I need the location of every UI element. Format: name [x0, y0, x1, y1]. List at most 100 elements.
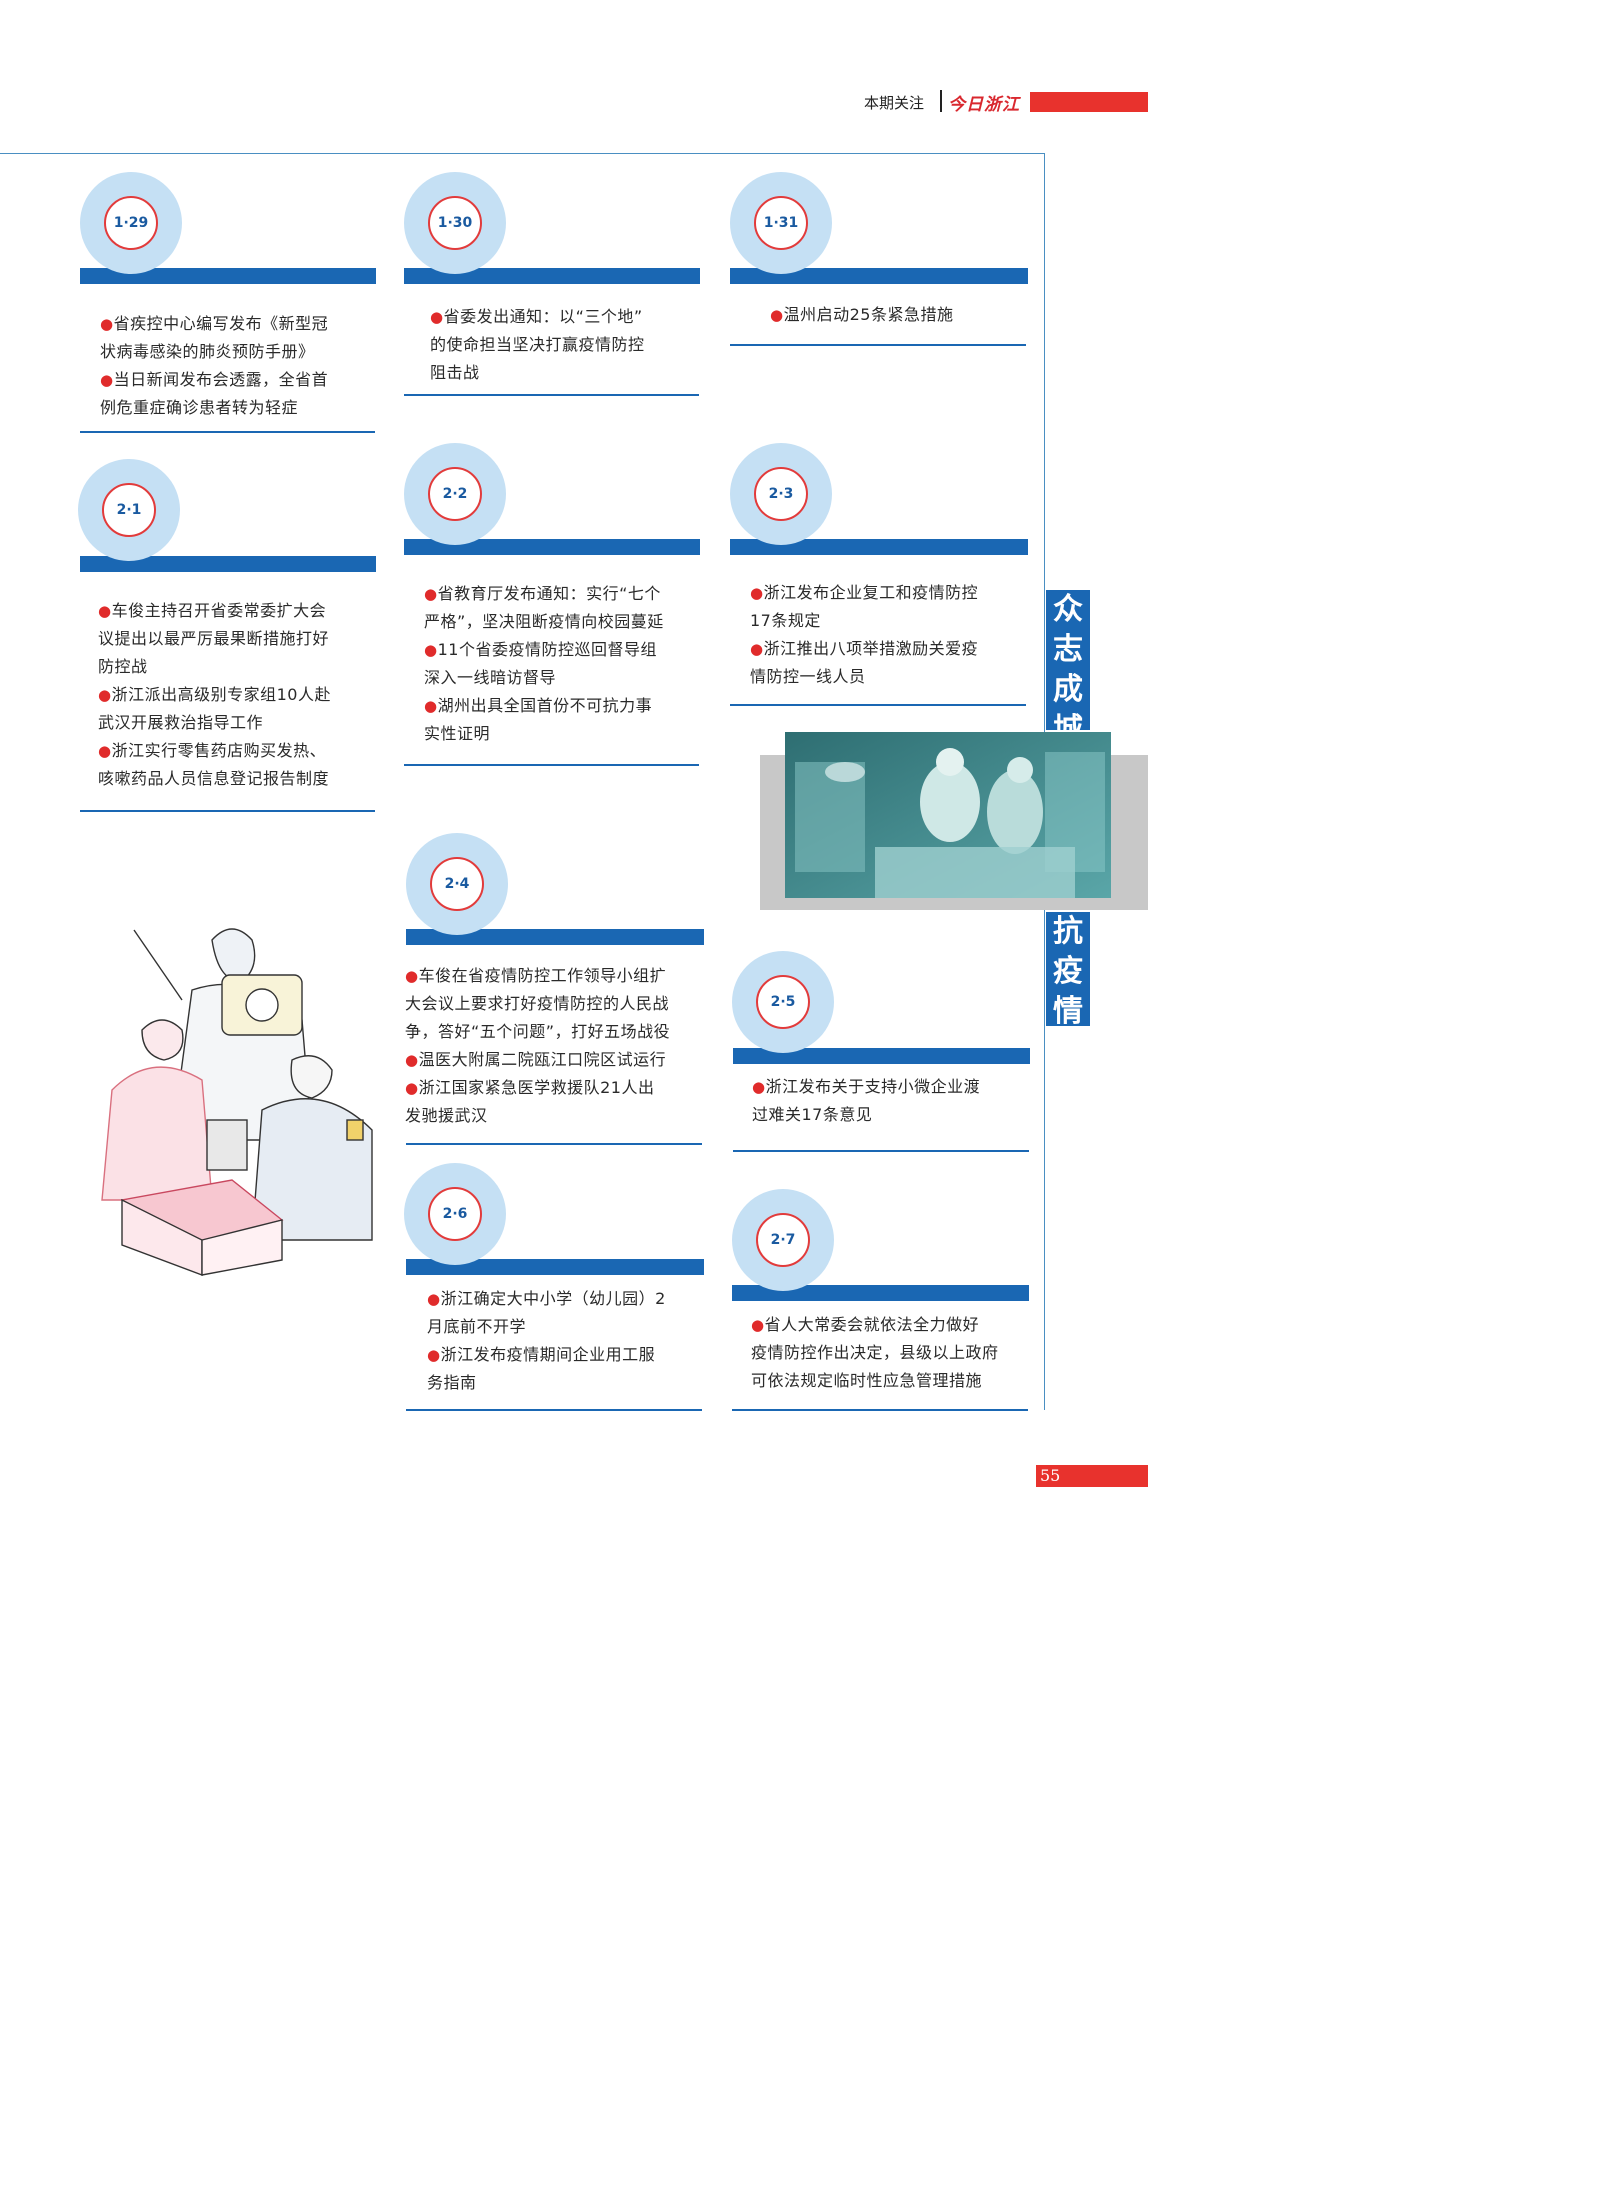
event-text: 的使命担当坚决打赢疫情防控	[430, 335, 645, 354]
entry-underline	[404, 764, 699, 766]
event-text: 争，答好“五个问题”，打好五场战役	[405, 1022, 671, 1041]
date-badge: 2·5	[732, 951, 834, 1053]
bullet-dot-icon: ●	[424, 641, 438, 659]
banner-char: 众	[1053, 592, 1083, 627]
event-line: ●湖州出具全国首份不可抗力事	[424, 692, 664, 720]
entry-underline	[406, 1409, 702, 1411]
bullet-dot-icon: ●	[430, 308, 444, 326]
entry-underline	[733, 1150, 1029, 1152]
date-badge: 2·7	[732, 1189, 834, 1291]
event-line: ●温医大附属二院瓯江口院区试运行	[405, 1046, 670, 1074]
date-bar	[733, 1048, 1030, 1064]
event-text: 情防控一线人员	[750, 667, 866, 686]
date-label: 2·7	[756, 1213, 810, 1267]
event-text: 车俊在省疫情防控工作领导小组扩	[418, 966, 667, 985]
event-line: 武汉开展救治指导工作	[98, 709, 331, 737]
date-label: 2·2	[428, 467, 482, 521]
bullet-dot-icon: ●	[405, 1051, 419, 1069]
magazine-logo: 今日浙江	[948, 95, 1020, 115]
banner-char: 抗	[1053, 914, 1083, 949]
date-label: 2·4	[430, 857, 484, 911]
header-red-bar	[1030, 92, 1148, 112]
event-text: 过难关17条意见	[752, 1105, 873, 1124]
event-text: 湖州出具全国首份不可抗力事	[437, 696, 653, 715]
side-banner-bottom: 抗 疫 情	[1046, 912, 1090, 1029]
event-line: ●浙江发布疫情期间企业用工服	[427, 1341, 666, 1369]
entry-underline	[404, 394, 699, 396]
date-badge: 1·30	[404, 172, 506, 274]
event-text: 防控战	[98, 657, 148, 676]
bullet-dot-icon: ●	[100, 371, 114, 389]
event-line: 情防控一线人员	[750, 663, 978, 691]
event-text: 可依法规定临时性应急管理措施	[751, 1371, 983, 1390]
event-line: 状病毒感染的肺炎预防手册》	[100, 338, 328, 366]
event-line: 大会议上要求打好疫情防控的人民战	[405, 990, 670, 1018]
event-line: 例危重症确诊患者转为轻症	[100, 394, 328, 422]
hospital-photo	[785, 732, 1111, 898]
side-banner-top: 众 志 成 城	[1046, 590, 1090, 747]
date-label: 1·31	[754, 196, 808, 250]
page-number-bar	[1036, 1465, 1148, 1487]
event-text: 11个省委疫情防控巡回督导组	[437, 640, 657, 659]
event-line: 疫情防控作出决定，县级以上政府	[751, 1339, 999, 1367]
bullet-dot-icon: ●	[98, 686, 112, 704]
event-text: 浙江国家紧急医学救援队21人出	[418, 1078, 655, 1097]
event-text: 省疾控中心编写发布《新型冠	[113, 314, 329, 333]
bullet-dot-icon: ●	[98, 742, 112, 760]
date-badge: 1·31	[730, 172, 832, 274]
event-list: ●车俊在省疫情防控工作领导小组扩大会议上要求打好疫情防控的人民战争，答好“五个问…	[405, 962, 670, 1130]
date-label: 2·3	[754, 467, 808, 521]
event-text: 浙江实行零售药店购买发热、	[111, 741, 327, 760]
date-bar	[80, 268, 376, 284]
event-line: ●11个省委疫情防控巡回督导组	[424, 636, 664, 664]
event-line: 实性证明	[424, 720, 664, 748]
date-bar	[406, 1259, 704, 1275]
date-label: 1·29	[104, 196, 158, 250]
bullet-dot-icon: ●	[770, 306, 784, 324]
event-list: ●省教育厅发布通知：实行“七个严格”，坚决阻断疫情向校园蔓延●11个省委疫情防控…	[424, 580, 664, 748]
event-text: 车俊主持召开省委常委扩大会	[111, 601, 327, 620]
event-text: 温州启动25条紧急措施	[783, 305, 954, 324]
bullet-dot-icon: ●	[98, 602, 112, 620]
event-list: ●浙江发布关于支持小微企业渡过难关17条意见	[752, 1073, 980, 1129]
event-text: 大会议上要求打好疫情防控的人民战	[405, 994, 670, 1013]
event-list: ●温州启动25条紧急措施	[770, 301, 953, 329]
bullet-dot-icon: ●	[752, 1078, 766, 1096]
entry-underline	[80, 810, 375, 812]
date-badge: 2·3	[730, 443, 832, 545]
event-line: 防控战	[98, 653, 331, 681]
header-divider	[940, 90, 942, 112]
bullet-dot-icon: ●	[750, 584, 764, 602]
event-text: 浙江发布疫情期间企业用工服	[440, 1345, 656, 1364]
event-text: 浙江发布企业复工和疫情防控	[763, 583, 979, 602]
event-list: ●车俊主持召开省委常委扩大会议提出以最严厉最果断措施打好防控战●浙江派出高级别专…	[98, 597, 331, 793]
bullet-dot-icon: ●	[424, 585, 438, 603]
event-text: 深入一线暗访督导	[424, 668, 557, 687]
bullet-dot-icon: ●	[405, 1079, 419, 1097]
event-text: 省教育厅发布通知：实行“七个	[437, 584, 661, 603]
event-text: 咳嗽药品人员信息登记报告制度	[98, 769, 330, 788]
bullet-dot-icon: ●	[751, 1316, 765, 1334]
bullet-dot-icon: ●	[405, 967, 419, 985]
date-label: 2·1	[102, 483, 156, 537]
banner-char: 成	[1053, 672, 1083, 707]
event-text: 例危重症确诊患者转为轻症	[100, 398, 299, 417]
event-text: 当日新闻发布会透露，全省首	[113, 370, 329, 389]
date-badge: 2·4	[406, 833, 508, 935]
bullet-dot-icon: ●	[427, 1290, 441, 1308]
date-bar	[730, 268, 1028, 284]
date-bar	[404, 268, 700, 284]
date-bar	[732, 1285, 1029, 1301]
event-line: ●浙江发布企业复工和疫情防控	[750, 579, 978, 607]
date-label: 2·6	[428, 1187, 482, 1241]
event-line: ●车俊主持召开省委常委扩大会	[98, 597, 331, 625]
date-label: 1·30	[428, 196, 482, 250]
date-badge: 1·29	[80, 172, 182, 274]
event-line: ●浙江发布关于支持小微企业渡	[752, 1073, 980, 1101]
event-list: ●省疾控中心编写发布《新型冠状病毒感染的肺炎预防手册》●当日新闻发布会透露，全省…	[100, 310, 328, 422]
entry-underline	[406, 1143, 702, 1145]
entry-underline	[730, 344, 1026, 346]
event-text: 省人大常委会就依法全力做好	[764, 1315, 980, 1334]
